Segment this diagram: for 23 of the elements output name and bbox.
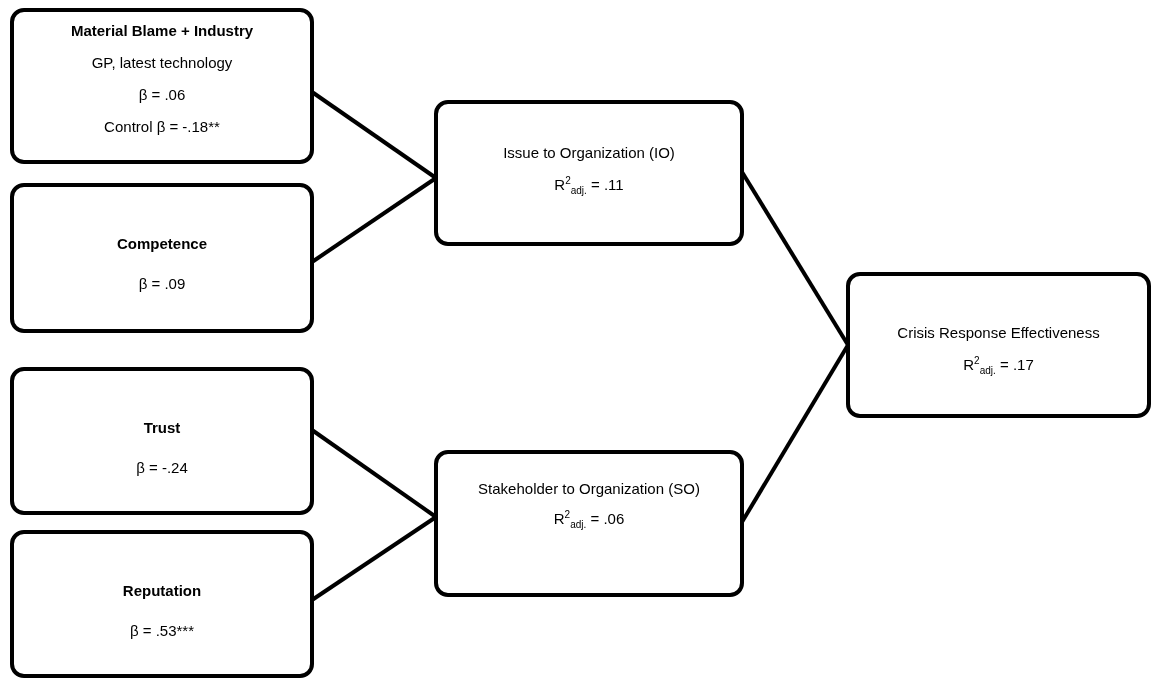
variable-box <box>846 272 1151 418</box>
variable-name: Material Blame + Industry <box>70 22 254 40</box>
statistic-text: β = -.24 <box>136 459 188 477</box>
variable-name: Competence <box>117 235 207 253</box>
statistic-text: GP, latest technology <box>91 54 233 72</box>
statistic-text: β = .06 <box>138 86 186 104</box>
variable-name: Crisis Response Effectiveness <box>897 324 1100 342</box>
variable-name: Reputation <box>122 582 202 600</box>
variable-box <box>10 530 314 678</box>
variable-box <box>10 367 314 515</box>
statistic-text: β = .09 <box>138 275 186 293</box>
statistic-text: β = .53*** <box>129 622 195 640</box>
statistic-text: R$^{2}$$_{adj.}$ = .17 <box>963 356 1034 374</box>
statistic-text: R$^{2}$$_{adj.}$ = .06 <box>553 510 625 528</box>
statistic-text: Control β = -.18** <box>104 118 220 136</box>
variable-box <box>10 8 314 164</box>
variable-box <box>434 100 744 246</box>
variable-name: Trust <box>143 419 181 437</box>
variable-box <box>434 450 744 597</box>
variable-name: Issue to Organization (IO) <box>503 144 675 162</box>
variable-name: Stakeholder to Organization (SO) <box>478 480 700 498</box>
statistic-text: R$^{2}$$_{adj.}$ = .11 <box>554 176 624 194</box>
variable-box <box>10 183 314 333</box>
